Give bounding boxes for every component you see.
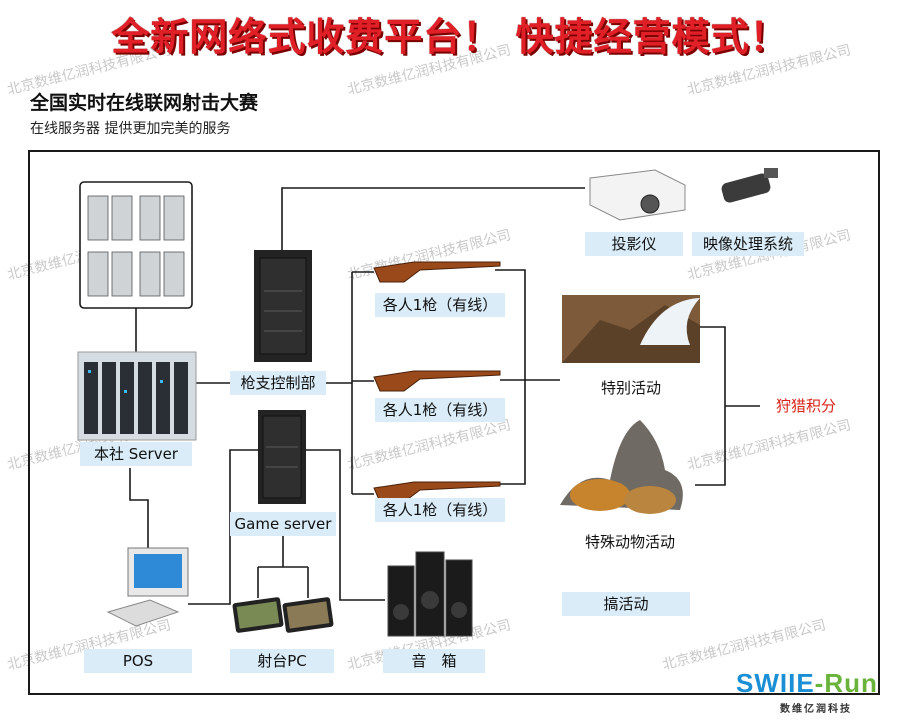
label-rifle-2: 各人1枪（有线） [375,398,505,422]
company-logo: SWIIE-Run [736,668,878,698]
label-rifle-3: 各人1枪（有线） [375,498,505,522]
label-shooting-pc: 射台PC [230,649,334,673]
label-video-system: 映像处理系统 [692,232,804,256]
label-special-animal-event: 特殊动物活动 [584,533,675,551]
diagram-frame [28,150,880,695]
page-subheading: 在线服务器 提供更加完美的服务 [30,121,231,137]
company-logo-caption: 数维亿润科技 [780,704,852,715]
label-projector: 投影仪 [585,232,683,256]
label-gun-control: 枪支控制部 [230,371,326,395]
label-hunting-points: 狩猎积分 [775,397,836,415]
label-special-event: 特别活动 [600,379,661,397]
page-heading: 全国实时在线联网射击大赛 [30,92,259,114]
label-main-server: 本社 Server [80,442,192,466]
label-pos: POS [84,649,192,673]
label-game-server: Game server [230,512,336,536]
label-promo-event: 搞活动 [562,592,690,616]
banner-title: 全新网络式收费平台！ 快捷经营模式！ [111,15,789,59]
label-rifle-1: 各人1枪（有线） [375,293,505,317]
label-speakers: 音 箱 [383,649,485,673]
